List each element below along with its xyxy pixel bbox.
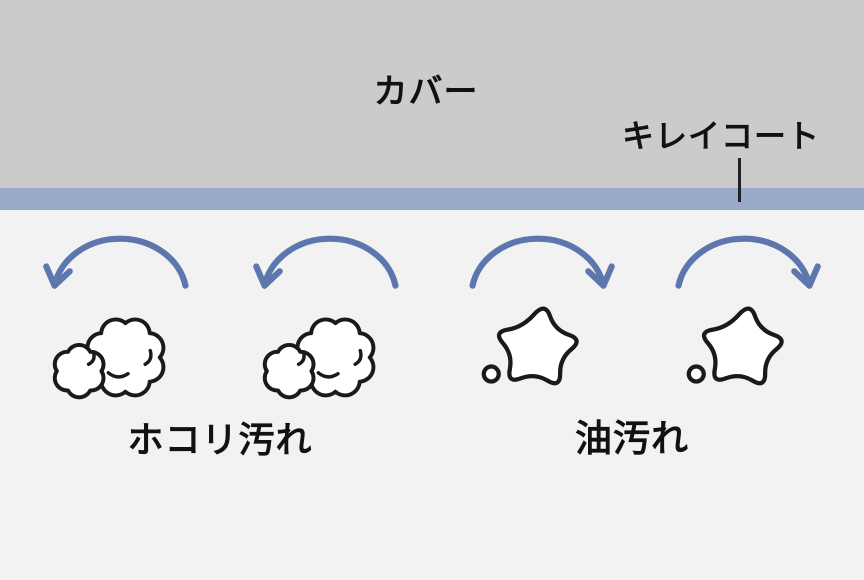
cover-label: カバー [373, 73, 479, 111]
dust-dirt-label: ホコリ汚れ [127, 419, 313, 460]
repel-arrow-left-icon [44, 229, 196, 305]
coat-label: キレイコート [621, 118, 820, 154]
oil-splat-icon [686, 290, 798, 402]
oil-splat-icon [481, 290, 593, 402]
dust-cloud-icon [52, 317, 166, 400]
cover-layer-band [0, 0, 864, 188]
kirei-coat-stripe [0, 188, 864, 210]
coat-pointer-line [738, 158, 741, 202]
oil-dirt-label: 油汚れ [575, 418, 689, 459]
dust-cloud-icon [262, 317, 376, 400]
repel-arrow-left-icon [254, 229, 406, 305]
